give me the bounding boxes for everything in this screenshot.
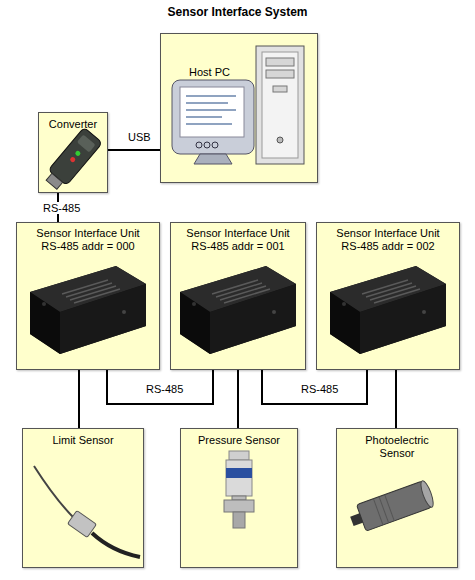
screen-lines — [186, 96, 236, 124]
node-label: Sensor Interface Unit — [17, 227, 159, 240]
sensor-rod — [34, 466, 74, 518]
converter-label — [77, 134, 96, 152]
photoelectric-sensor-illustration — [347, 480, 436, 535]
text-holder: Photoelectric Sensor — [357, 429, 437, 460]
component-box: Sensor Interface UnitRS-485 addr = 002 — [316, 222, 460, 370]
node-label: Host PC — [189, 66, 230, 79]
node-label: Photoelectric Sensor — [357, 434, 437, 460]
pc-tower — [256, 46, 304, 164]
monitor-buttons — [196, 142, 218, 148]
text-holder: Pressure Sensor — [181, 429, 297, 447]
limit-sensor-illustration — [34, 466, 140, 557]
text-holder: Converter — [39, 113, 107, 131]
barrel-threads — [373, 495, 394, 525]
sensor-neck — [232, 496, 246, 500]
bus-wire — [78, 370, 80, 428]
converter-plug — [46, 173, 63, 189]
bus-label: USB — [127, 131, 152, 143]
node-label: Converter — [39, 118, 107, 131]
led-red — [69, 156, 76, 163]
bus-wire — [237, 370, 239, 428]
bus-wire — [108, 149, 160, 151]
sensor-cable-stub — [350, 513, 365, 527]
hex-nut — [224, 500, 254, 512]
component-box: Limit Sensor — [22, 428, 144, 568]
sensor-thread — [233, 512, 245, 528]
converter-illustration — [42, 127, 102, 192]
interface-unit-image — [30, 266, 146, 354]
text-holder: Sensor Interface UnitRS-485 addr = 001 — [171, 223, 305, 253]
text-holder: Host PC — [189, 66, 230, 79]
bus-label: RS-485 — [42, 202, 81, 214]
bus-label: RS-485 — [300, 383, 339, 395]
monitor-bezel — [172, 80, 254, 154]
text-holder: Limit Sensor — [23, 429, 143, 447]
power-button — [277, 137, 283, 143]
drive-bay — [266, 58, 294, 66]
interface-unit-image — [330, 266, 446, 354]
component-box: Pressure Sensor — [180, 428, 298, 568]
bus-label: RS-485 — [145, 383, 184, 395]
sensor-cable — [92, 533, 140, 557]
sensor-lens — [419, 480, 436, 509]
interface-unit-image — [180, 266, 296, 354]
diagram-title: Sensor Interface System — [0, 5, 475, 19]
bus-wire — [262, 370, 367, 404]
node-label: Sensor Interface Unit — [317, 227, 459, 240]
node-label: RS-485 addr = 001 — [171, 240, 305, 253]
node-label: Limit Sensor — [23, 434, 143, 447]
sensor-cap — [229, 451, 249, 460]
drive-bay — [266, 70, 294, 78]
monitor-stand — [194, 154, 232, 164]
converter-body — [48, 127, 102, 185]
node-label: RS-485 addr = 000 — [17, 240, 159, 253]
sensor-barrel — [357, 481, 432, 531]
floppy-slot — [273, 86, 287, 92]
pressure-sensor-illustration — [224, 451, 254, 528]
host-box: Host PC — [160, 33, 318, 183]
node-label: RS-485 addr = 002 — [317, 240, 459, 253]
component-box: Sensor Interface UnitRS-485 addr = 000 — [16, 222, 160, 370]
sensor-band — [226, 468, 252, 478]
bus-wire — [395, 370, 397, 428]
bus-wire — [107, 370, 213, 404]
text-holder: Sensor Interface UnitRS-485 addr = 000 — [17, 223, 159, 253]
tower-front — [262, 52, 298, 158]
component-box: Converter — [38, 112, 108, 193]
component-box: Photoelectric Sensor — [336, 428, 458, 568]
node-label: Pressure Sensor — [181, 434, 297, 447]
led-green — [74, 150, 81, 157]
component-box: Sensor Interface UnitRS-485 addr = 001 — [170, 222, 306, 370]
host-pc-illustration — [172, 46, 304, 164]
text-holder: Sensor Interface UnitRS-485 addr = 002 — [317, 223, 459, 253]
switch-body — [68, 511, 97, 538]
sensor-body — [226, 460, 252, 496]
node-label: Sensor Interface Unit — [171, 227, 305, 240]
monitor-screen — [180, 87, 244, 137]
